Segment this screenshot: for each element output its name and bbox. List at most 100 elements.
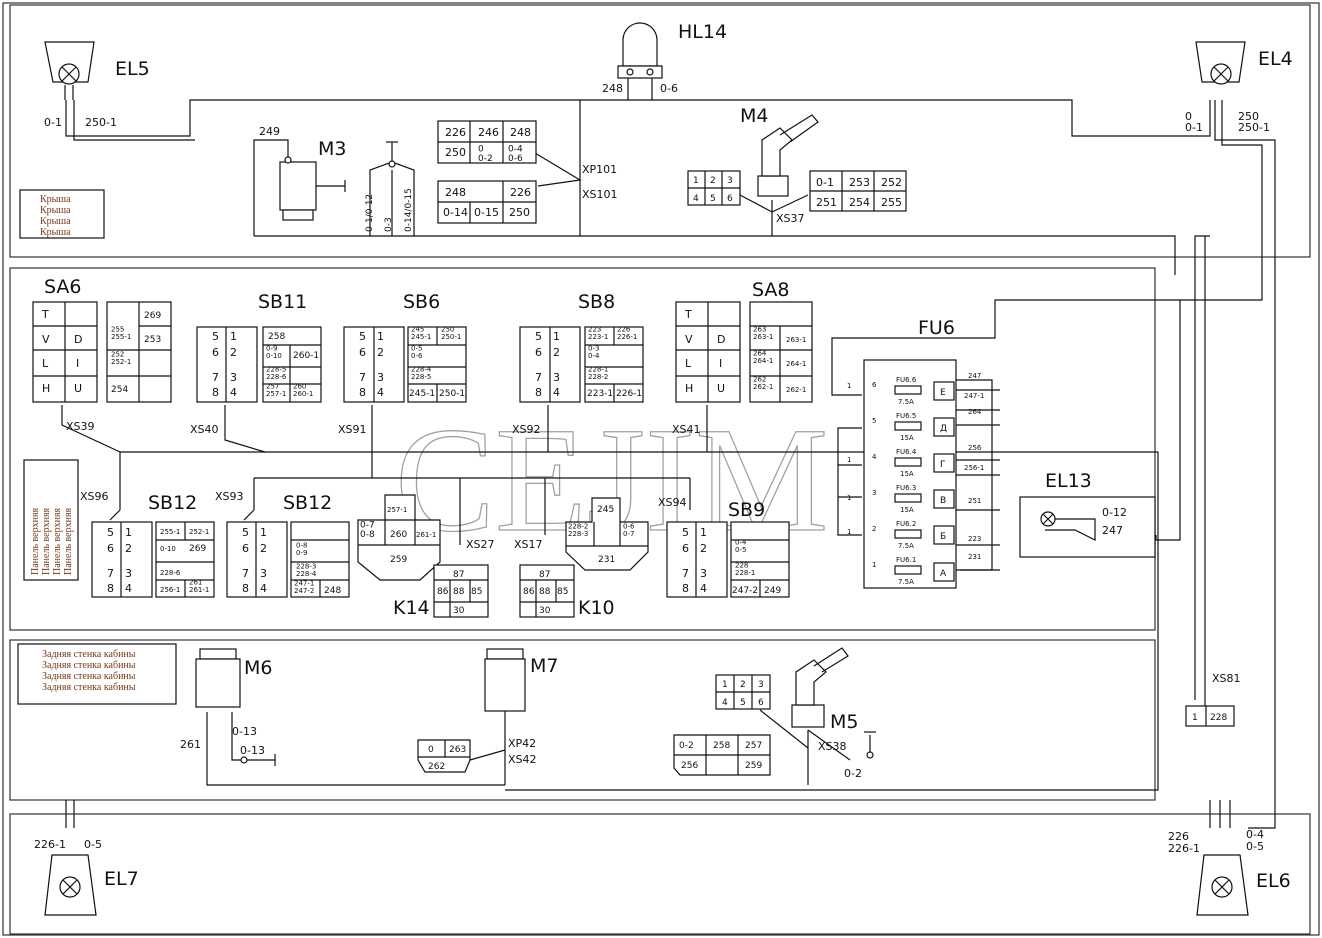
m4-t-r2c3: 255 xyxy=(881,196,902,209)
xp101-r1c2: 246 xyxy=(478,126,499,139)
sb6-n1: 1 xyxy=(377,330,384,343)
sb11-n5: 5 xyxy=(212,330,219,343)
fu6-6-letter: Е xyxy=(940,388,946,398)
sb8-n8: 8 xyxy=(535,386,542,399)
fu6-6-amp: 7.5A xyxy=(898,398,914,406)
sb6-w-5: 245-1 xyxy=(409,389,435,399)
fu6-1-out-1: 231 xyxy=(968,553,981,561)
el4-wire-1: 0 xyxy=(1185,110,1192,123)
fu6-4-amp: 15A xyxy=(900,470,914,478)
fu6-3-letter: В xyxy=(940,496,946,506)
lamp-el5: EL5 0-1 250-1 xyxy=(44,41,150,129)
sb6-connector: XS91 xyxy=(338,423,367,436)
blk245-w-4: 231 xyxy=(598,555,615,565)
k14-pin-30: 30 xyxy=(453,606,465,616)
el13-wire-2: 247 xyxy=(1102,524,1123,537)
sb8-n3: 3 xyxy=(553,371,560,384)
el7-wire-2: 0-5 xyxy=(84,838,102,851)
sb12a-w-2: 252-1 xyxy=(189,528,209,536)
fu6-1-name: FU6.1 xyxy=(896,556,916,564)
el4-wire-4: 250-1 xyxy=(1238,121,1270,134)
sb12b-n4: 4 xyxy=(260,582,267,595)
sb12a-w-3: 0-10 xyxy=(160,545,176,553)
fuse-3: 3 FU6.3 15A В 251 xyxy=(872,484,981,514)
fu6-4-name: FU6.4 xyxy=(896,448,917,456)
sb8-n2: 2 xyxy=(553,346,560,359)
sb9-n3: 3 xyxy=(700,567,707,580)
m4-t-r2c1: 251 xyxy=(816,196,837,209)
xs101-label: XS101 xyxy=(582,188,618,201)
fuse-1: 1 FU6.1 7.5A А 231 xyxy=(872,553,981,586)
zone-roof xyxy=(9,4,1311,258)
panel-label-box: Панель верхняя Панель верхняя Панель вер… xyxy=(23,459,79,581)
fuse-4: 4 FU6.4 15A Г 256 256-1 xyxy=(872,444,984,478)
sb8-n4: 4 xyxy=(553,386,560,399)
m4-connector: XS37 xyxy=(776,212,805,225)
sb9-n4: 4 xyxy=(700,582,707,595)
sb12a-n6: 6 xyxy=(107,542,114,555)
blk257-w-4: 261-1 xyxy=(416,531,436,539)
el7-label: EL7 xyxy=(104,868,139,890)
sb12a-n3: 3 xyxy=(125,567,132,580)
m5-pin-6: 6 xyxy=(758,698,764,708)
xs81-label: XS81 xyxy=(1212,672,1241,685)
xs101-r2c2: 0-15 xyxy=(474,206,499,219)
rear-label-1: Задняя стенка кабины xyxy=(42,649,136,660)
fu6-5-name: FU6.5 xyxy=(896,412,916,420)
k10-pin-87: 87 xyxy=(539,570,550,580)
sb12b-w-4: 248 xyxy=(324,586,341,596)
m3-motor: M3 249 0-1/0-12 0-3 0-14/0-15 xyxy=(259,125,414,232)
fu6-2-out-1: 223 xyxy=(968,535,981,543)
m7-t-3: 262 xyxy=(428,762,445,772)
zone-upper-panel xyxy=(9,267,1156,631)
sb12a-w-4: 269 xyxy=(189,544,206,554)
sb8-connector: XS92 xyxy=(512,423,541,436)
sb12a-n5: 5 xyxy=(107,526,114,539)
zone-rear-wall xyxy=(9,639,1156,801)
k14-pin-85: 85 xyxy=(471,587,482,597)
lamp-el6: EL6 226 226-1 0-4 0-5 xyxy=(1168,828,1291,916)
m5-ground: 0-2 xyxy=(844,767,862,780)
el5-label: EL5 xyxy=(115,58,150,80)
fu6-in-4: 1 xyxy=(847,528,851,536)
zone-floor xyxy=(9,813,1311,935)
lamp-el7: EL7 226-1 0-5 xyxy=(34,838,139,916)
sb6-n5: 5 xyxy=(359,330,366,343)
fu6-fuse-block: FU6 6 FU6.6 7.5A Е 247 247-1 5 FU6.5 15A… xyxy=(847,317,1000,589)
hl14-lamp: HL14 248 0-6 xyxy=(602,21,727,95)
roof-label-3: Крыша xyxy=(40,216,71,227)
sb12a-w-6: 256-1 xyxy=(160,586,180,594)
m4-t-r1c2: 253 xyxy=(849,176,870,189)
blk257-w-1: 257-1 xyxy=(387,506,407,514)
el5-wire-2: 250-1 xyxy=(85,116,117,129)
fu6-5-letter: Д xyxy=(940,424,947,434)
sb11-n6: 6 xyxy=(212,346,219,359)
m5-pin-1: 1 xyxy=(722,680,728,690)
m5-pin-3: 3 xyxy=(758,680,764,690)
blk257-w-3: 260 xyxy=(390,530,407,540)
m7-label: M7 xyxy=(530,655,558,677)
sa6-cell-d: D xyxy=(74,333,82,346)
fu6-4-out-2: 256-1 xyxy=(964,464,984,472)
sb12a-n4: 4 xyxy=(125,582,132,595)
el6-wire-2: 226-1 xyxy=(1168,842,1200,855)
sb11-w-1: 258 xyxy=(268,332,285,342)
sb12a-n8: 8 xyxy=(107,582,114,595)
m5-t-r1c1: 0-2 xyxy=(679,741,694,751)
sb12b-n7: 7 xyxy=(242,567,249,580)
sb8-n5: 5 xyxy=(535,330,542,343)
sa8-cell-d: D xyxy=(717,333,725,346)
